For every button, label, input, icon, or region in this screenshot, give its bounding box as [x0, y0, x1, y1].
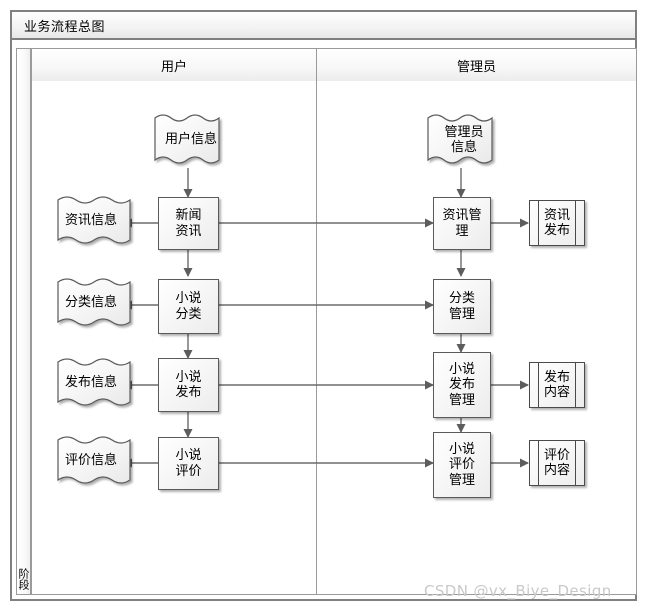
- phase-label: 阶段: [17, 568, 30, 590]
- lane-body-user: [31, 81, 317, 595]
- doc-shape-user-info: [154, 114, 220, 164]
- watermark: CSDN @vx_Biye_Design: [424, 582, 612, 600]
- node-publish-mgmt[interactable]: 小说发布管理: [433, 352, 491, 418]
- node-novel-category[interactable]: 小说分类: [158, 279, 219, 334]
- lane-body-admin: [316, 81, 637, 595]
- node-review-mgmt[interactable]: 小说评价管理: [433, 432, 491, 498]
- node-info-mgmt[interactable]: 资讯管理: [433, 197, 491, 250]
- lane-header-user-label: 用户: [160, 59, 187, 75]
- node-news-info[interactable]: 新闻资讯: [158, 197, 219, 250]
- node-category-mgmt[interactable]: 分类管理: [433, 279, 491, 334]
- lane-header-user: 用户: [31, 48, 317, 82]
- doc-shape-review-data: [57, 436, 131, 484]
- lane-header-admin-label: 管理员: [456, 59, 496, 75]
- doc-shape-admin-info: [427, 114, 493, 164]
- phase-band: 阶段: [16, 48, 31, 595]
- node-info-release[interactable]: 资讯发布: [529, 200, 585, 246]
- page-title: 业务流程总图: [24, 19, 106, 35]
- diagram-title-bar: 业务流程总图: [10, 10, 637, 40]
- doc-shape-category-data: [57, 278, 131, 326]
- doc-shape-publish-data: [57, 358, 131, 406]
- node-novel-review[interactable]: 小说评价: [158, 437, 219, 490]
- node-publish-content[interactable]: 发布内容: [529, 362, 585, 408]
- node-novel-publish[interactable]: 小说发布: [158, 358, 219, 412]
- node-review-content[interactable]: 评价内容: [529, 440, 585, 486]
- doc-shape-news-data: [57, 196, 131, 244]
